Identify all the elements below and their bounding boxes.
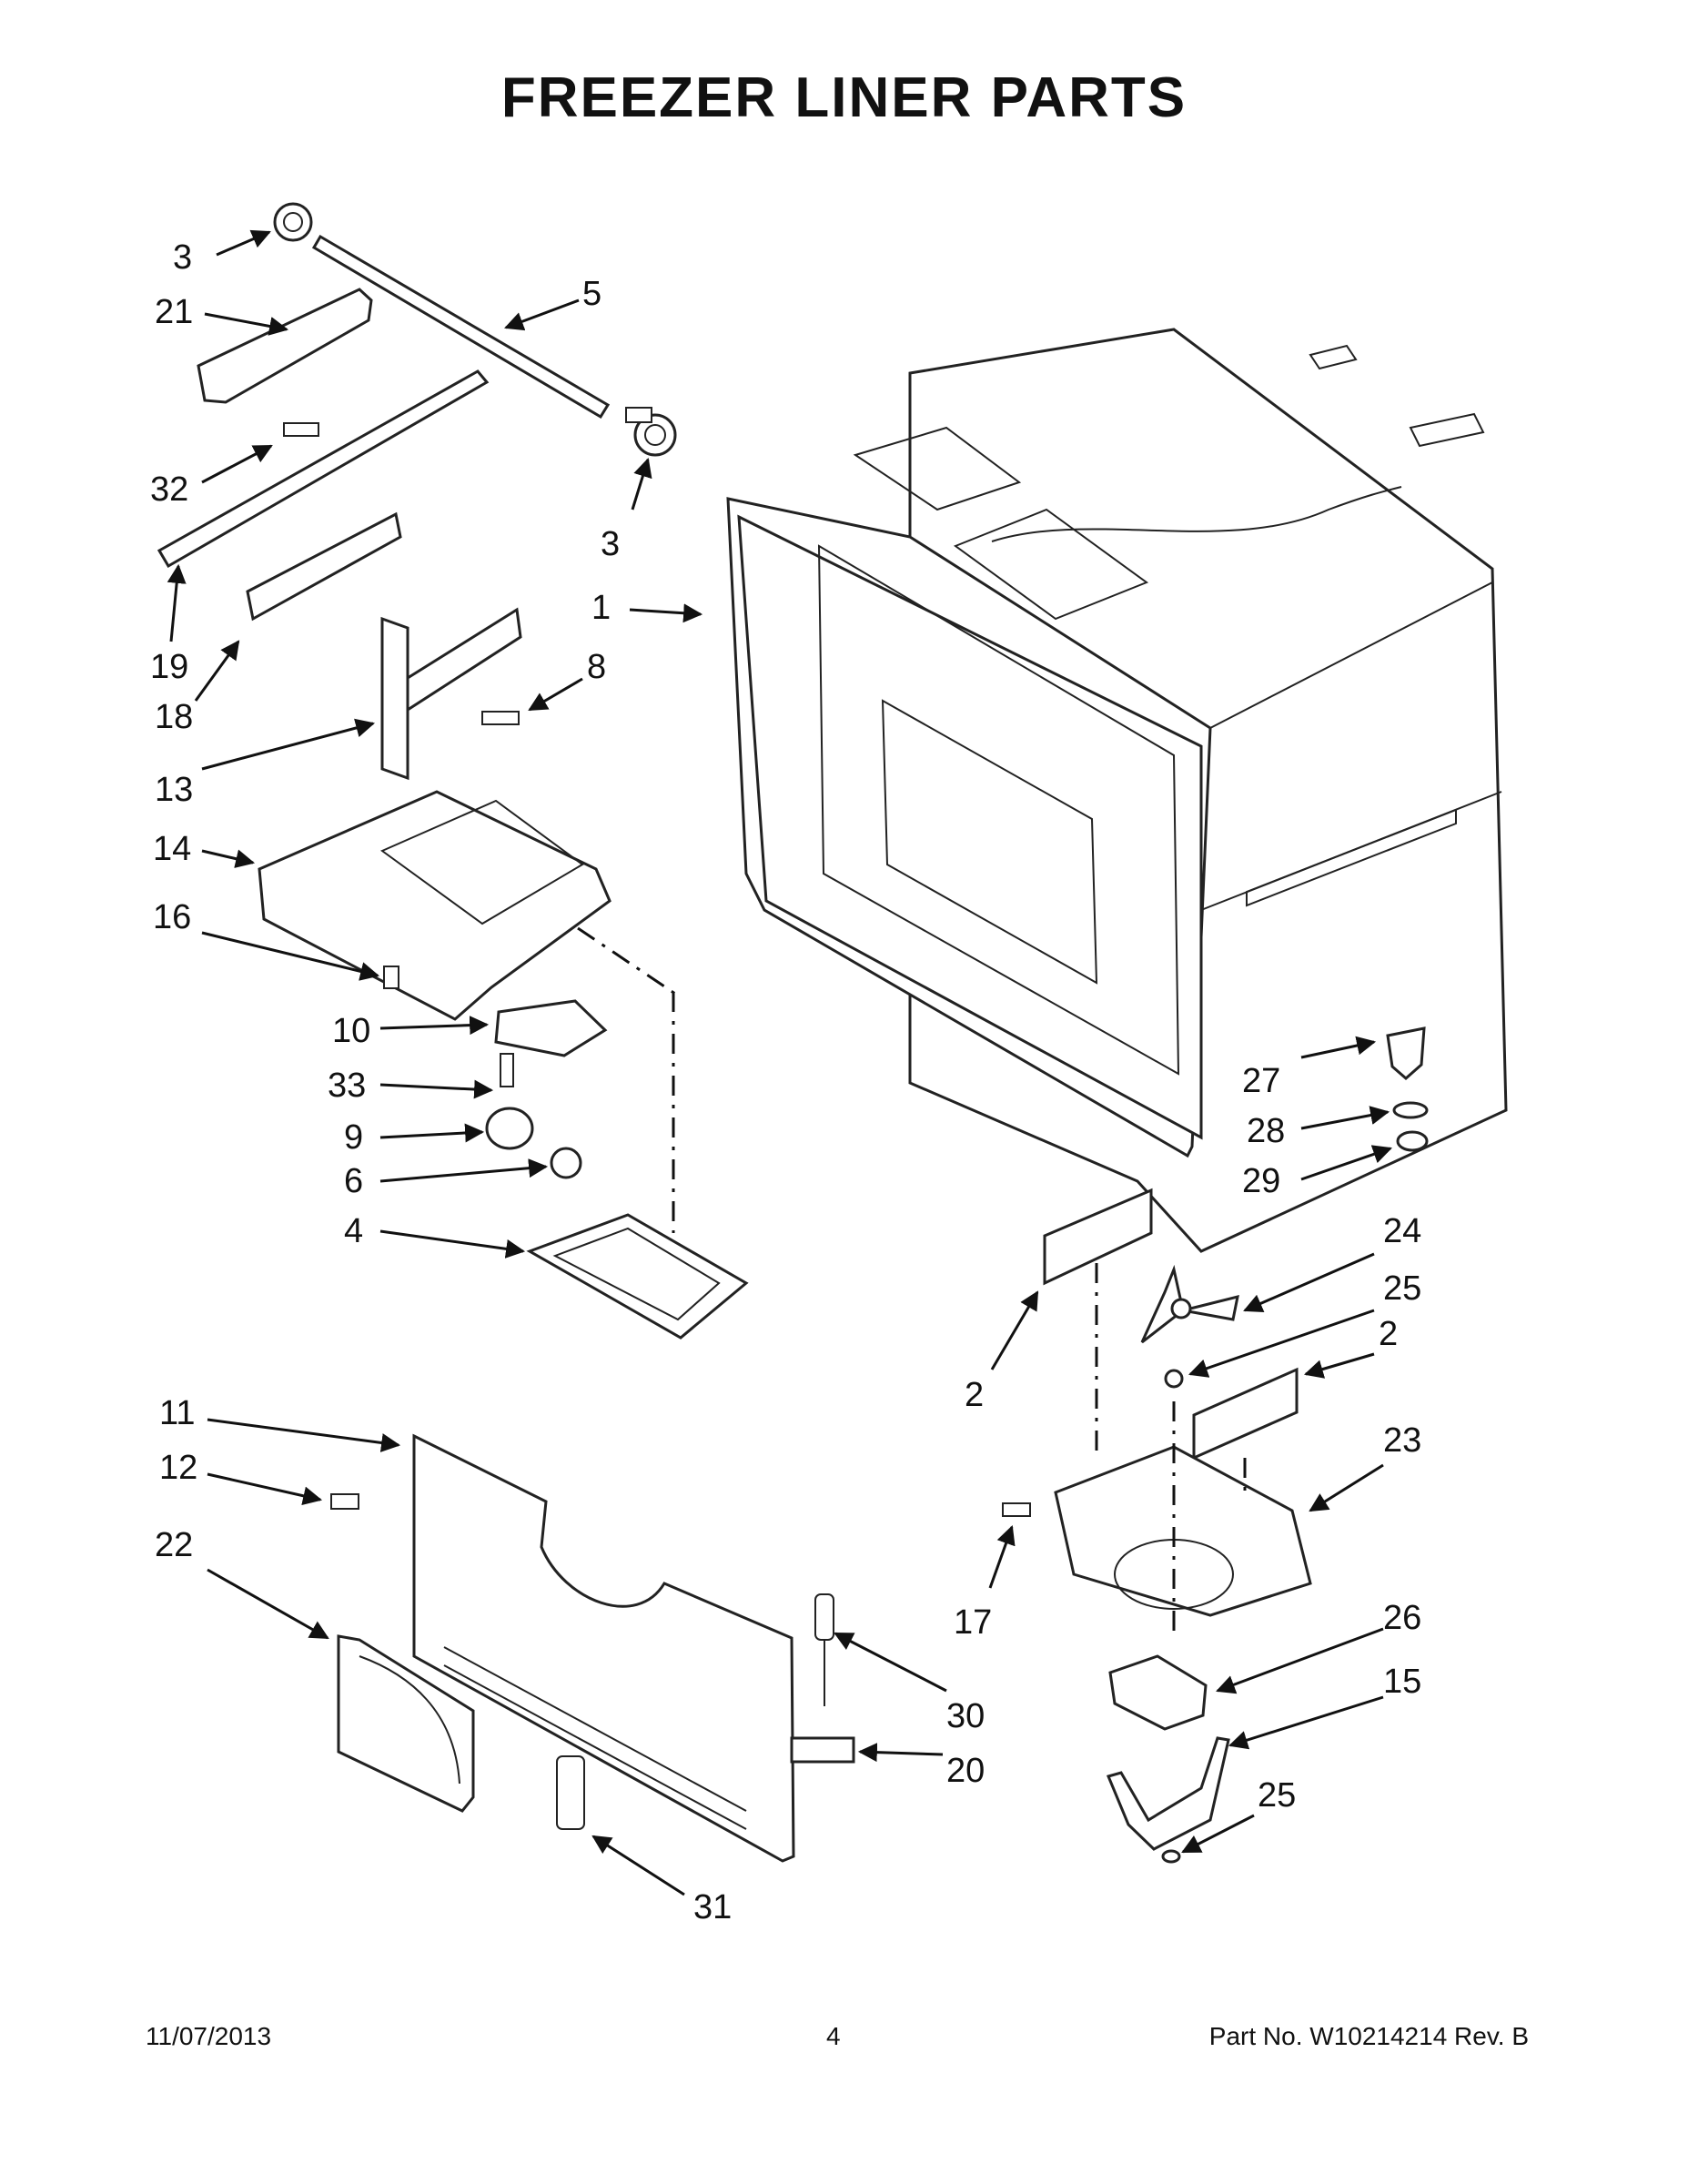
light-socket-part-10 <box>494 999 608 1057</box>
leader-lines <box>167 229 1392 1896</box>
callout-label-25: 25 <box>1258 1776 1296 1815</box>
rail-part-21 <box>197 288 373 404</box>
fan-blade-part-24 <box>1140 1264 1239 1344</box>
gear-part-3-bottom <box>625 407 677 457</box>
screw-part-17 <box>1002 1502 1031 1517</box>
rail-part-19 <box>157 369 490 569</box>
light-housing-part-14 <box>258 790 612 1021</box>
callout-label-31: 31 <box>693 1888 732 1926</box>
callout-label-13: 13 <box>155 771 193 809</box>
callout-label-24: 24 <box>1383 1212 1421 1250</box>
callout-label-15: 15 <box>1383 1663 1421 1701</box>
screw-part-12 <box>330 1493 359 1510</box>
callout-label-2: 2 <box>1379 1315 1398 1353</box>
callout-label-29: 29 <box>1242 1162 1280 1200</box>
clip-part-31 <box>556 1755 585 1830</box>
screw-part-32 <box>283 422 319 437</box>
ring-part-28 <box>1392 1101 1429 1119</box>
callout-label-5: 5 <box>582 275 601 313</box>
callout-label-28: 28 <box>1247 1112 1285 1150</box>
callout-label-19: 19 <box>150 648 188 686</box>
callout-label-33: 33 <box>328 1067 366 1105</box>
fan-nut-part-25-top <box>1164 1369 1184 1389</box>
light-cover-part-4 <box>526 1213 749 1340</box>
callout-label-16: 16 <box>153 898 191 936</box>
screw-part-8 <box>481 711 520 725</box>
rail-part-18 <box>246 511 402 622</box>
damper-part-27 <box>1386 1026 1426 1080</box>
callout-label-21: 21 <box>155 293 193 331</box>
callout-label-32: 32 <box>150 470 188 509</box>
callout-label-12: 12 <box>159 1449 197 1487</box>
washer-part-29 <box>1396 1130 1429 1152</box>
seal-strip-part-20 <box>790 1736 855 1764</box>
callout-label-17: 17 <box>954 1603 992 1642</box>
footer-part-number: Part No. W10214214 Rev. B <box>1208 2022 1529 2050</box>
insulation-part-2-left <box>1043 1188 1153 1286</box>
callout-label-8: 8 <box>587 648 606 686</box>
callout-label-14: 14 <box>153 830 191 868</box>
shaft-part-5 <box>311 234 611 420</box>
callout-label-2: 2 <box>965 1376 984 1414</box>
callout-label-20: 20 <box>946 1752 985 1790</box>
bulb-holder-part-6 <box>550 1147 582 1179</box>
gear-part-3-top <box>273 202 313 242</box>
bulb-part-9 <box>485 1107 534 1150</box>
motor-bracket-part-15 <box>1106 1736 1230 1851</box>
callout-label-26: 26 <box>1383 1599 1421 1637</box>
callout-label-3: 3 <box>173 238 192 277</box>
callout-label-18: 18 <box>155 698 193 736</box>
fan-shroud-part-23 <box>1054 1445 1312 1617</box>
thermistor-part-30 <box>814 1593 834 1706</box>
nut-part-25-bottom <box>1161 1849 1181 1864</box>
callout-label-22: 22 <box>155 1526 193 1564</box>
callout-label-9: 9 <box>344 1118 363 1157</box>
callout-label-30: 30 <box>946 1697 985 1735</box>
fan-motor-part-26 <box>1108 1654 1208 1731</box>
freezer-liner-part-1 <box>726 328 1508 1253</box>
page-title: FREEZER LINER PARTS <box>500 66 1188 129</box>
callout-label-4: 4 <box>344 1212 363 1250</box>
footer-date: 11/07/2013 <box>146 2022 272 2050</box>
callout-label-6: 6 <box>344 1162 363 1200</box>
callout-label-10: 10 <box>332 1012 370 1050</box>
callout-label-1: 1 <box>591 589 611 627</box>
callout-label-23: 23 <box>1383 1421 1421 1460</box>
bracket-part-13 <box>380 607 522 781</box>
air-tower-part-11 <box>412 1433 795 1863</box>
footer-page-number: 4 <box>826 2022 841 2050</box>
callout-label-3: 3 <box>601 525 620 563</box>
screw-part-33 <box>500 1053 514 1087</box>
insulation-part-2-right <box>1192 1367 1299 1461</box>
callout-label-11: 11 <box>159 1394 195 1432</box>
callout-label-27: 27 <box>1242 1062 1280 1100</box>
callout-label-25: 25 <box>1383 1269 1421 1308</box>
grille-part-22 <box>337 1634 475 1813</box>
switch-part-16 <box>383 966 399 989</box>
